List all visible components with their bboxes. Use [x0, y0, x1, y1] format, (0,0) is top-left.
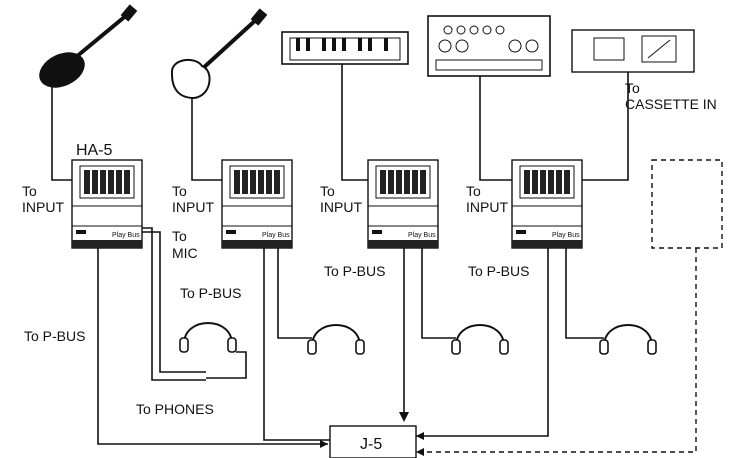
headphones-icon	[451, 324, 509, 355]
unit-brand-4: Play Bus	[552, 232, 580, 239]
to-input-3-line1: To	[320, 183, 335, 199]
to-pbus-left-label: To P-BUS	[24, 328, 85, 344]
to-mic-line1: To	[172, 228, 187, 244]
to-input-1-line1: To	[22, 183, 37, 199]
to-input-4-line2: INPUT	[466, 199, 508, 215]
j5-label: J-5	[360, 436, 382, 453]
j5-box	[329, 425, 417, 458]
drum-machine-icon	[427, 15, 551, 77]
unit-brand-1: Play Bus	[112, 232, 140, 239]
to-pbus-2-label: To P-BUS	[180, 285, 241, 301]
to-input-2-line1: To	[172, 183, 187, 199]
to-input-3-line2: INPUT	[320, 199, 362, 215]
headphones-icon	[599, 324, 657, 355]
cassette-deck-icon	[571, 29, 695, 73]
keyboard-icon	[281, 31, 409, 65]
to-mic-line2: MIC	[172, 245, 198, 261]
unit-brand-3: Play Bus	[408, 232, 436, 239]
electric-guitar-icon	[39, 4, 138, 88]
to-pbus-4-label: To P-BUS	[468, 263, 529, 279]
bass-guitar-icon	[170, 8, 268, 100]
ha5-label: HA-5	[76, 142, 113, 159]
to-input-1-line2: INPUT	[22, 199, 64, 215]
headphones-icon	[307, 324, 365, 355]
to-pbus-3-label: To P-BUS	[324, 263, 385, 279]
headphones-icon	[179, 322, 247, 379]
to-cassette-line2: CASSETTE IN	[625, 96, 717, 112]
to-phones-label: To PHONES	[136, 401, 214, 417]
to-input-2-line2: INPUT	[172, 199, 214, 215]
unit-brand-2: Play Bus	[262, 232, 290, 239]
to-input-4-line1: To	[466, 183, 481, 199]
to-cassette-line1: To	[625, 80, 640, 96]
